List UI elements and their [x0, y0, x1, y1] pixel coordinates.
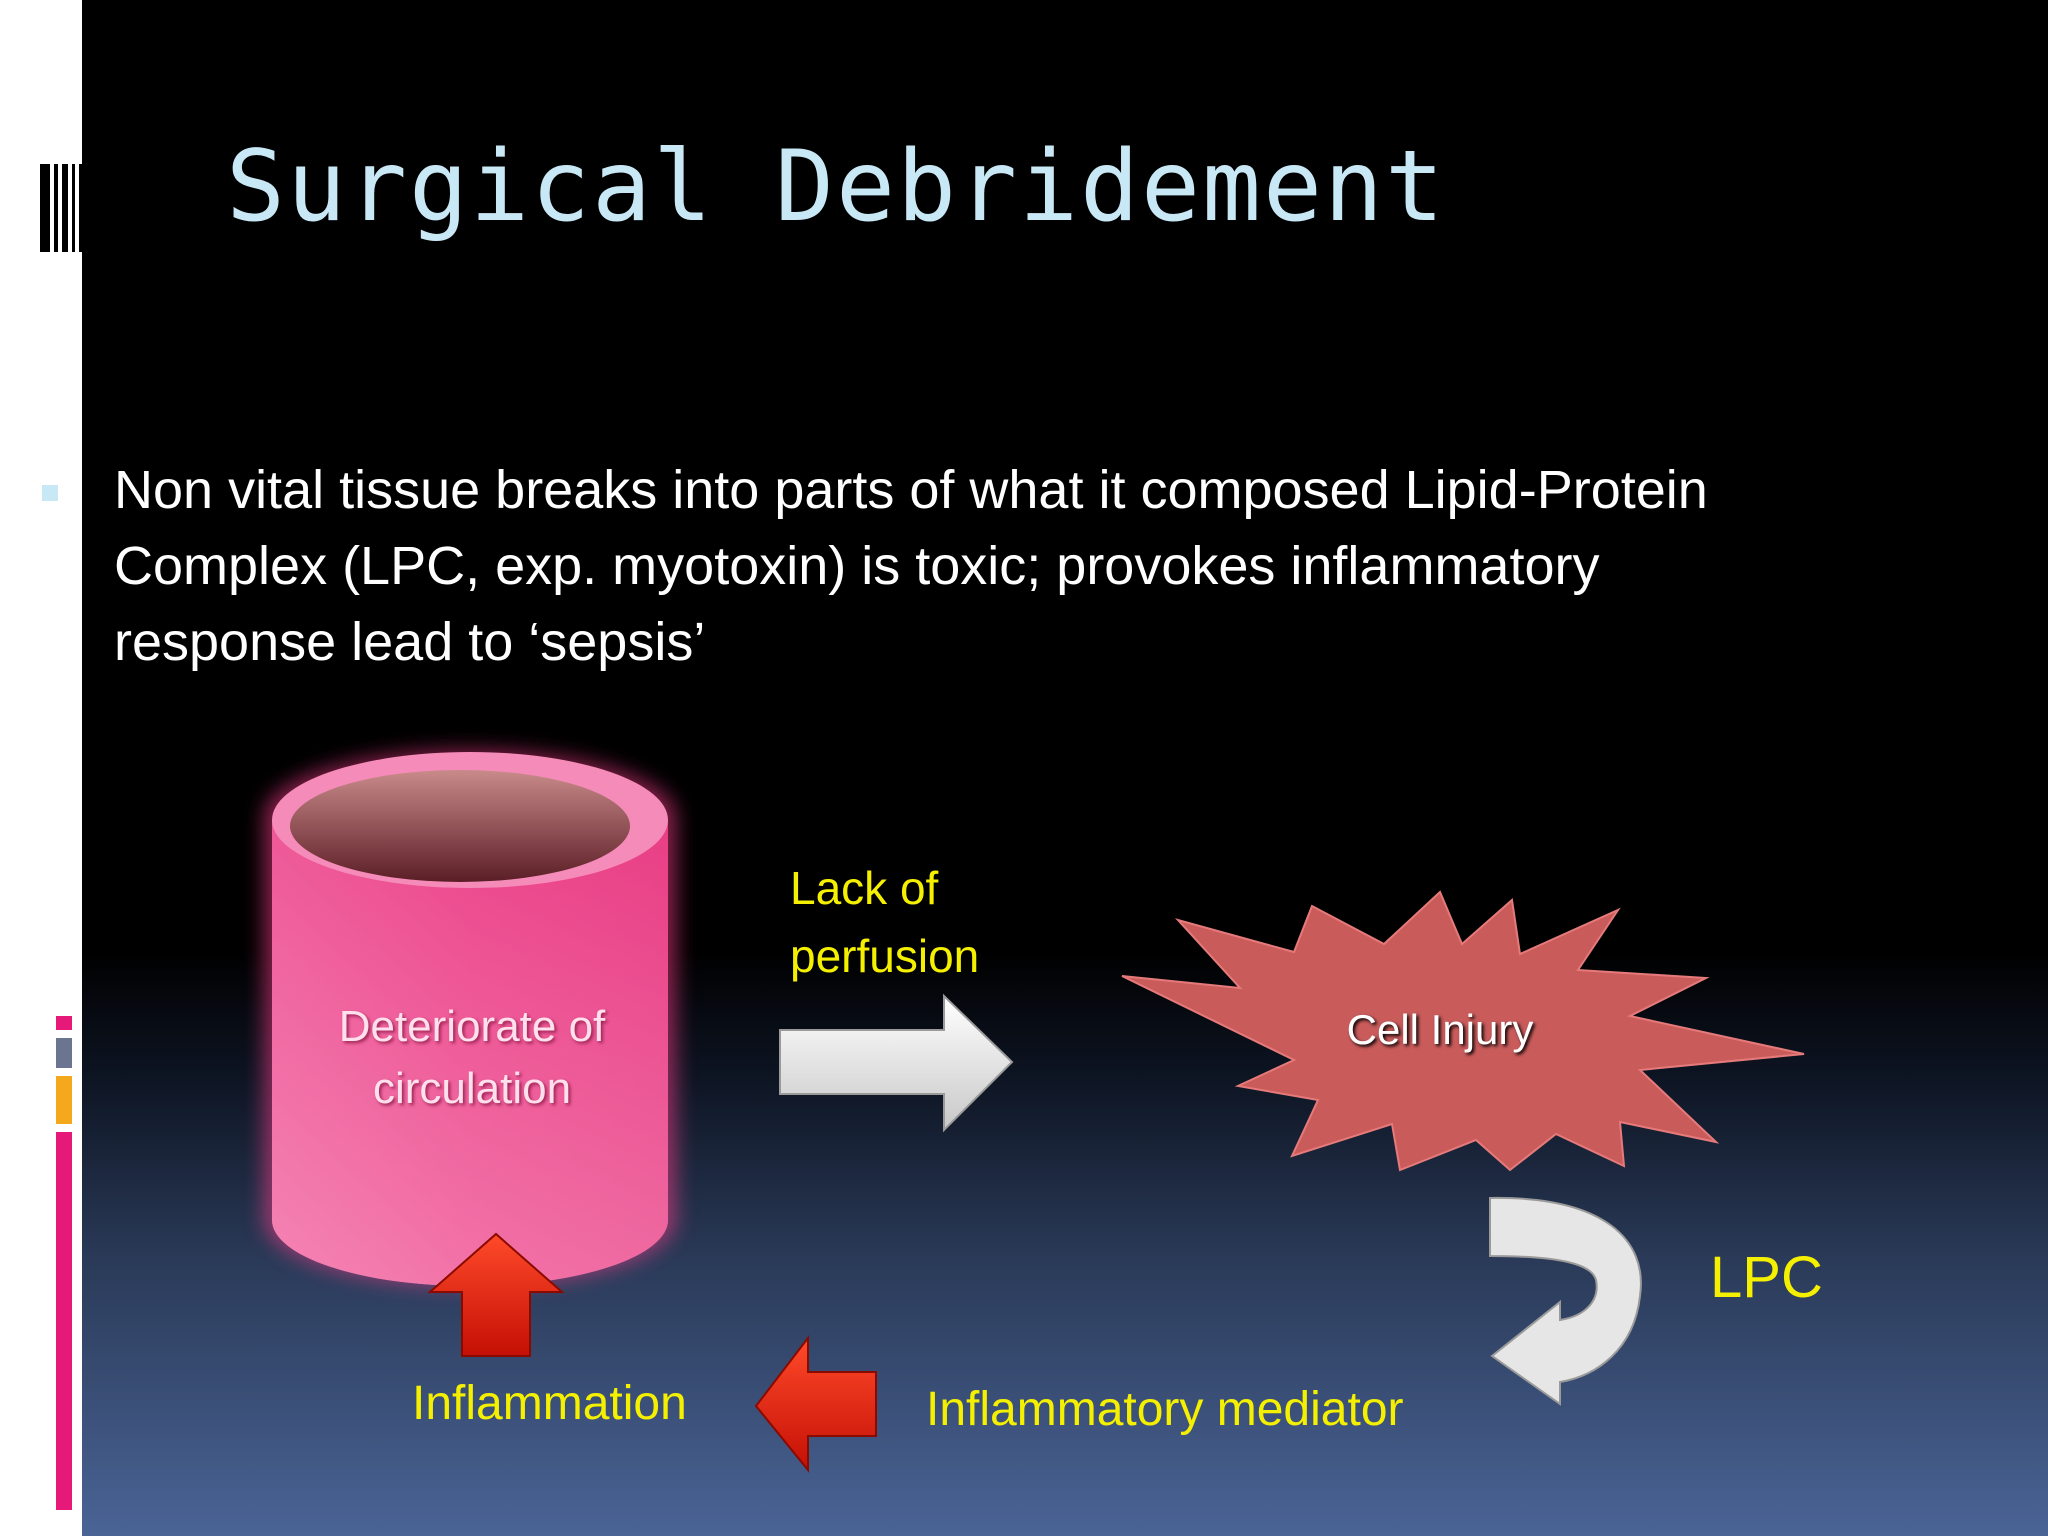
cylinder-opening: [290, 770, 630, 882]
left-arrow-icon: [754, 1335, 877, 1473]
accent-bar-orange: [56, 1076, 72, 1124]
bullet-icon: [42, 485, 58, 501]
up-arrow-icon: [427, 1232, 565, 1357]
right-arrow-icon: [779, 993, 1014, 1133]
accent-bar-pink-small: [56, 1016, 72, 1030]
inflammation-label: Inflammation: [412, 1377, 687, 1430]
cell-injury-starburst-icon: [1121, 890, 1805, 1172]
accent-bar-gray: [56, 1038, 72, 1068]
lack-of-perfusion-label: Lack of perfusion: [790, 862, 980, 982]
lpc-label: LPC: [1710, 1245, 1823, 1310]
inflammatory-mediator-label: Inflammatory mediator: [926, 1383, 1404, 1436]
cell-injury-label: Cell Injury: [1346, 1006, 1534, 1053]
slide-title: Surgical Debridement: [226, 130, 1447, 244]
cylinder-label: Deteriorate of circulation: [338, 1002, 606, 1113]
accent-bar-pink-long: [56, 1132, 72, 1510]
body-text: Non vital tissue breaks into parts of wh…: [114, 460, 1708, 672]
curved-arrow-icon: [1489, 1196, 1642, 1406]
